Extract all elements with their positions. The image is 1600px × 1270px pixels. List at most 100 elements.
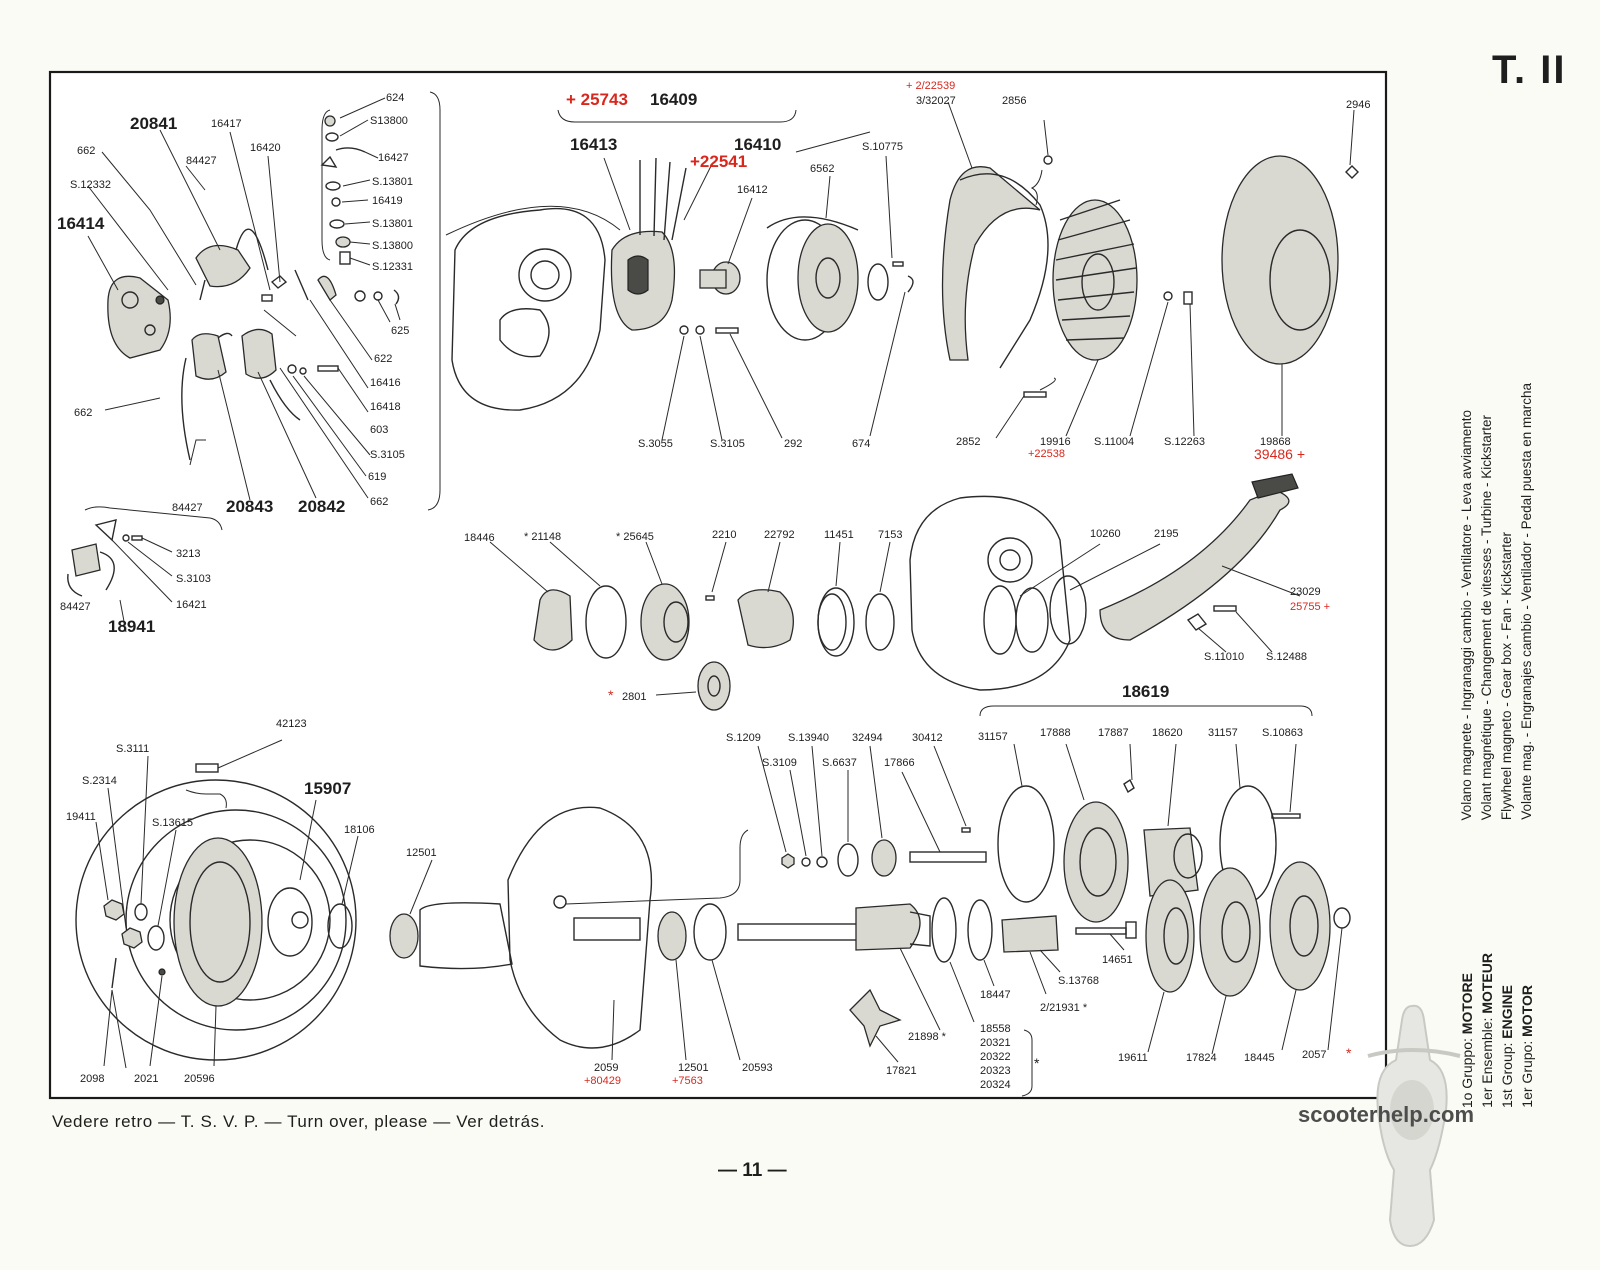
label-19868: 19868 (1260, 436, 1291, 448)
label-s3105: S.3105 (710, 438, 745, 450)
label-12501: 12501 (678, 1062, 709, 1074)
label-18445: 18445 (1244, 1052, 1275, 1064)
label-20323: 20323 (980, 1065, 1011, 1077)
group-block: 1o Gruppo: MOTORE 1er Ensemble: MOTEUR 1… (1459, 878, 1570, 1108)
group-line-english: 1st Group: ENGINE (1499, 985, 1515, 1108)
group-line-french: 1er Ensemble: MOTEUR (1479, 953, 1495, 1108)
label-s3109: S.3109 (762, 757, 797, 769)
label-18447: 18447 (980, 989, 1011, 1001)
label-19611: 19611 (1118, 1052, 1148, 1064)
label-s3103: S.3103 (176, 573, 211, 585)
label-14651: 14651 (1102, 954, 1133, 966)
label-22539-new: + 2/22539 (906, 80, 955, 92)
label-25743-new: + 25743 (566, 90, 628, 109)
label-84427: 84427 (60, 601, 91, 613)
label-22541-new: +22541 (690, 152, 747, 171)
label-31157: 31157 (978, 731, 1008, 743)
label-18106: 18106 (344, 824, 375, 836)
magneto-group (445, 101, 1359, 441)
label-2057: 2057 (1302, 1049, 1326, 1061)
label-s11010: S.11010 (1204, 651, 1244, 663)
label-16410: 16410 (734, 135, 781, 154)
label-18620: 18620 (1152, 727, 1183, 739)
label-2946: 2946 (1346, 99, 1370, 111)
label-603: 603 (370, 424, 388, 436)
label-21931: 2/21931 * (1040, 1002, 1088, 1014)
group-line-spanish: 1er Grupo: MOTOR (1519, 985, 1535, 1108)
label-624: 624 (386, 92, 404, 104)
label-16418: 16418 (370, 401, 401, 413)
label-s13615: S.13615 (152, 817, 193, 829)
label-662: 662 (370, 496, 388, 508)
label-662: 662 (77, 145, 95, 157)
label-18558: 18558 (980, 1023, 1011, 1035)
label-15907: 15907 (304, 779, 351, 798)
label-s13800: S.13800 (372, 240, 413, 252)
label-16427: 16427 (378, 152, 409, 164)
label-s3055: S.3055 (638, 438, 673, 450)
label-622: 622 (374, 353, 392, 365)
label-20322: 20322 (980, 1051, 1011, 1063)
label-18941: 18941 (108, 617, 155, 636)
plate-title: T. II (1492, 48, 1567, 92)
label-s1209: S.1209 (726, 732, 761, 744)
label-7153: 7153 (878, 529, 902, 541)
label-s6637: S.6637 (822, 757, 857, 769)
label-23029: 23029 (1290, 586, 1321, 598)
label-84427: 84427 (172, 502, 203, 514)
label-s3111: S.3111 (116, 743, 149, 755)
label-42123: 42123 (276, 718, 307, 730)
label-16421: 16421 (176, 599, 207, 611)
label-31157: 31157 (1208, 727, 1238, 739)
label-12501: 12501 (406, 847, 437, 859)
label-s10863: S.10863 (1262, 727, 1303, 739)
label-32494: 32494 (852, 732, 883, 744)
label-6562: 6562 (810, 163, 834, 175)
label-s3105: S.3105 (370, 449, 405, 461)
footer-note: Vedere retro — T. S. V. P. — Turn over, … (52, 1112, 546, 1131)
label-22792: 22792 (764, 529, 795, 541)
label-80429-new: +80429 (584, 1075, 621, 1087)
label-s12263: S.12263 (1164, 436, 1205, 448)
label-2856: 2856 (1002, 95, 1026, 107)
ignition-parts-group (67, 91, 441, 633)
label-662: 662 (74, 407, 92, 419)
label-16409: 16409 (650, 90, 697, 109)
label-625: 625 (391, 325, 409, 337)
label-2852: 2852 (956, 436, 980, 448)
label-22538-new: +22538 (1028, 448, 1065, 460)
label-20843: 20843 (226, 497, 273, 516)
label-20321: 20321 (980, 1037, 1011, 1049)
label-20324: 20324 (980, 1079, 1011, 1091)
gearbox-group (75, 705, 1351, 1097)
label-21148: * 21148 (524, 531, 561, 543)
label-16414: 16414 (57, 214, 105, 233)
label-s12331: S.12331 (372, 261, 413, 273)
label-84427: 84427 (186, 155, 217, 167)
label-17821: 17821 (886, 1065, 917, 1077)
label-20593: 20593 (742, 1062, 773, 1074)
label-32027: 3/32027 (916, 95, 956, 107)
label-25755-new: 25755 + (1290, 601, 1330, 613)
label-17887: 17887 (1098, 727, 1129, 739)
label-s13768: S.13768 (1058, 975, 1099, 987)
label-16417: 16417 (211, 118, 242, 130)
label-16413: 16413 (570, 135, 617, 154)
label-16420: 16420 (250, 142, 281, 154)
label-619: 619 (368, 471, 386, 483)
label-17866: 17866 (884, 757, 915, 769)
label-11451: 11451 (824, 529, 854, 541)
label-2210: 2210 (712, 529, 736, 541)
title-english: Flywheel magneto - Gear box - Fan - Kick… (1499, 531, 1514, 820)
label-s13801: S.13801 (372, 218, 413, 230)
label-20841: 20841 (130, 114, 177, 133)
label-18619: 18619 (1122, 682, 1169, 701)
label-s12488: S.12488 (1266, 651, 1307, 663)
label-7563-new: +7563 (672, 1075, 703, 1087)
label-2801-star: * (608, 687, 614, 703)
label-s13940: S.13940 (788, 732, 829, 744)
label-20596: 20596 (184, 1073, 215, 1085)
watermark: scooterhelp.com (1298, 1102, 1475, 1127)
label-19411: 19411 (66, 811, 96, 823)
